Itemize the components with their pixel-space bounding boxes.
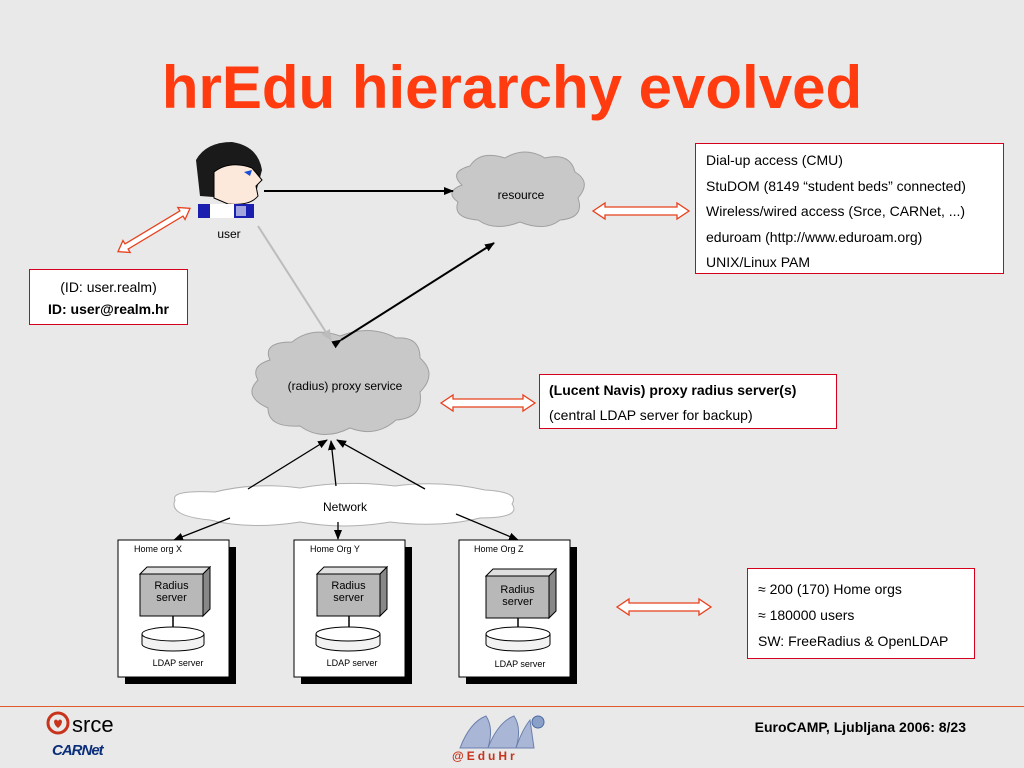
- srce-logo: srce: [72, 712, 114, 737]
- home-org-y-title: Home Org Y: [310, 544, 360, 554]
- stats-box: ≈ 200 (170) Home orgs ≈ 180000 users SW:…: [747, 568, 975, 659]
- proxy-label: (radius) proxy service: [287, 379, 403, 393]
- double-arrow-user-id: [117, 206, 191, 254]
- ldap-server-z-label: LDAP server: [494, 659, 546, 669]
- ldap-server-x-label: LDAP server: [152, 658, 204, 668]
- ldap-server-y-label: LDAP server: [326, 658, 378, 668]
- ldap-disk-x-icon: [141, 626, 205, 652]
- radius-server-z-label: Radius server: [500, 584, 535, 608]
- carnet-logo: CARNet: [52, 742, 104, 759]
- radius-server-x-label: Radius server: [154, 580, 189, 604]
- stats-line3: SW: FreeRadius & OpenLDAP: [758, 633, 949, 649]
- radius-server-x-box: [138, 565, 212, 618]
- user-to-proxy-arrow: [257, 225, 332, 341]
- ldap-disk-y-icon: [315, 626, 381, 652]
- access-item: UNIX/Linux PAM: [706, 254, 810, 270]
- double-arrow-stats: [615, 597, 713, 617]
- network-to-proxy-arrow-1: [247, 439, 328, 490]
- stats-line1: ≈ 200 (170) Home orgs: [758, 581, 902, 597]
- proxy-resource-arrow: [331, 242, 495, 349]
- home-org-z-title: Home Org Z: [474, 544, 524, 554]
- proxy-box-line1: (Lucent Navis) proxy radius server(s): [549, 382, 797, 398]
- access-item: Dial-up access (CMU): [706, 152, 843, 168]
- home-org-x-title: Home org X: [134, 544, 183, 554]
- user-label: user: [217, 227, 241, 241]
- proxy-radius-box: (Lucent Navis) proxy radius server(s) (c…: [539, 374, 837, 429]
- network-label: Network: [322, 500, 367, 514]
- resource-label: resource: [497, 188, 545, 202]
- network-to-proxy-arrow-3: [336, 439, 426, 490]
- network-to-org-x-arrow: [173, 517, 231, 541]
- eduhr-logo: @EduHr: [452, 749, 518, 763]
- double-arrow-proxy: [439, 393, 537, 413]
- id-box-line2: ID: user@realm.hr: [47, 301, 170, 317]
- id-box-line1: (ID: user.realm): [60, 279, 157, 295]
- resource-cloud: [451, 151, 585, 227]
- access-methods-box: Dial-up access (CMU) StuDOM (8149 “stude…: [695, 143, 1004, 274]
- footer-divider: [0, 706, 1024, 707]
- access-item: StuDOM (8149 “student beds” connected): [706, 177, 966, 194]
- network-to-proxy-arrow-2: [328, 440, 337, 487]
- id-box: (ID: user.realm) ID: user@realm.hr: [29, 269, 188, 325]
- radius-server-y-label: Radius server: [331, 580, 366, 604]
- access-item: Wireless/wired access (Srce, CARNet, ...…: [706, 203, 966, 219]
- user-avatar-icon: [196, 142, 263, 218]
- radius-server-z-box: [484, 567, 558, 620]
- network-cloud: [173, 482, 515, 527]
- access-item: eduroam (http://www.eduroam.org): [706, 228, 923, 245]
- aai-logo-icon: [459, 715, 545, 749]
- ldap-disk-z-icon: [485, 626, 551, 652]
- stats-line2: ≈ 180000 users: [758, 607, 855, 623]
- slide-title: hrEdu hierarchy evolved: [161, 54, 863, 121]
- proxy-box-line2: (central LDAP server for backup): [549, 407, 753, 423]
- footer-event-text: EuroCAMP, Ljubljana 2006: 8/23: [754, 719, 966, 735]
- network-to-org-z-arrow: [455, 513, 519, 541]
- srce-logo-icon: [46, 711, 70, 735]
- double-arrow-resource: [591, 201, 691, 221]
- radius-server-y-box: [315, 565, 389, 618]
